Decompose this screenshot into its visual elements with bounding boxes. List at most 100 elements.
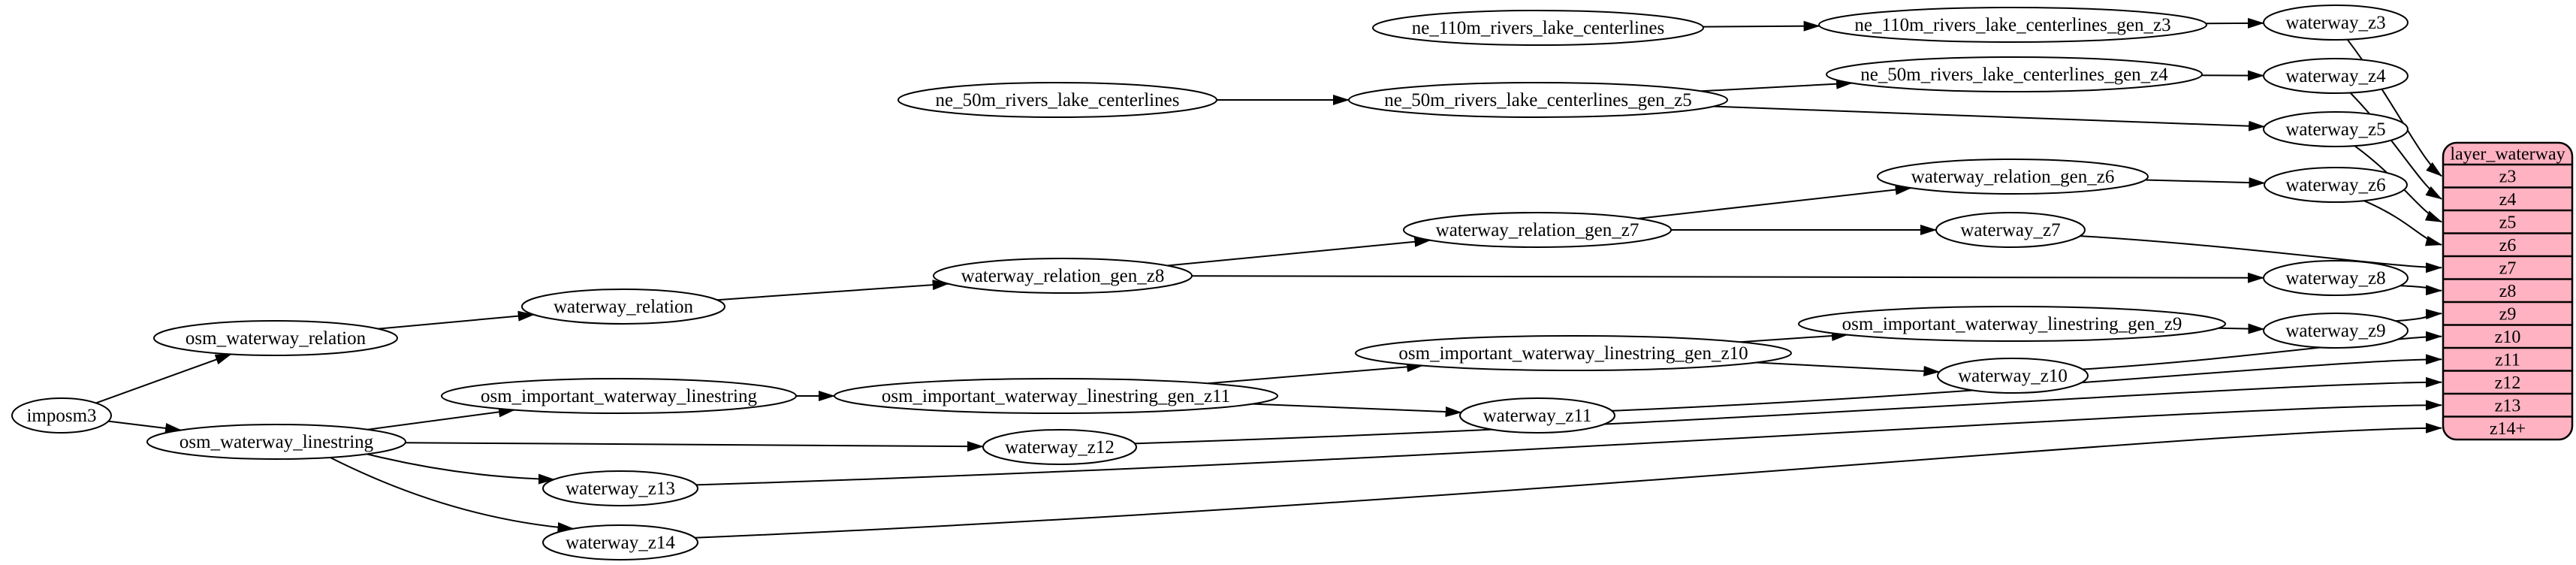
node-ellipse <box>1459 397 1615 434</box>
edge-waterway_z4-to-layer_waterway-z4 <box>2349 92 2442 200</box>
node-waterway_z4: waterway_z4 <box>2263 58 2409 94</box>
record-background <box>2442 141 2574 441</box>
edge-osm_waterway_linestring-to-osm_important_waterway_linestring <box>367 406 515 431</box>
node-label: waterway_relation_gen_z7 <box>1436 220 1639 240</box>
node-label: osm_waterway_relation <box>186 328 366 349</box>
node-ellipse <box>11 397 112 434</box>
edge-waterway_relation_gen_z8-to-waterway_z8 <box>1191 272 2264 283</box>
node-label: waterway_relation_gen_z8 <box>961 266 1165 286</box>
node-osm_waterway_linestring: osm_waterway_linestring <box>146 424 406 460</box>
node-waterway_z10: waterway_z10 <box>1937 358 2089 394</box>
node-layer: imposm3 osm_waterway_relation osm_waterway… <box>11 5 2409 560</box>
node-waterway_z7: waterway_z7 <box>1935 212 2086 248</box>
record-row-z4: z4 <box>2499 190 2517 210</box>
record-title: layer_waterway <box>2450 145 2565 165</box>
record-row-z8: z8 <box>2499 282 2517 301</box>
node-label: waterway_z10 <box>1958 366 2068 386</box>
node-osm_important_waterway_linestring: osm_important_waterway_linestring <box>441 378 797 414</box>
edge-waterway_relation-to-waterway_relation_gen_z8 <box>716 279 949 301</box>
record-row-z3: z3 <box>2499 167 2517 186</box>
edge-osm_waterway_relation-to-waterway_relation <box>378 310 535 330</box>
node-waterway_relation_gen_z7: waterway_relation_gen_z7 <box>1403 212 1672 248</box>
node-ellipse <box>542 470 698 506</box>
node-waterway_z8: waterway_z8 <box>2263 260 2409 296</box>
node-ellipse <box>1348 82 1728 118</box>
edge-waterway_z8-to-layer_waterway-z8 <box>2400 285 2442 296</box>
edge-ne_110m_rivers_lake_centerlines_gen_z3-to-waterway_z3 <box>2206 17 2264 29</box>
node-label: ne_110m_rivers_lake_centerlines <box>1412 18 1664 38</box>
edge-osm_waterway_linestring-to-waterway_z14 <box>330 457 575 533</box>
edge-waterway_z12-to-layer_waterway-z12 <box>1134 376 2442 445</box>
node-label: ne_50m_rivers_lake_centerlines_gen_z4 <box>1860 65 2168 85</box>
edge-osm_important_waterway_linestring_gen_z11-to-osm_important_waterway_linestring_gen_z10 <box>1208 361 1424 385</box>
record-row-z6: z6 <box>2499 236 2517 255</box>
node-ellipse <box>2263 111 2409 147</box>
node-ne_110m_rivers_lake_centerlines: ne_110m_rivers_lake_centerlines <box>1372 10 1704 46</box>
node-label: waterway_z13 <box>566 479 675 499</box>
node-waterway_z14: waterway_z14 <box>542 524 698 560</box>
record-row-z11: z11 <box>2495 350 2520 370</box>
node-ellipse <box>153 320 398 356</box>
edge-osm_important_waterway_linestring_gen_z9-to-waterway_z9 <box>2218 323 2265 334</box>
node-ellipse <box>2263 58 2409 94</box>
node-waterway_relation_gen_z6: waterway_relation_gen_z6 <box>1877 159 2149 195</box>
node-label: osm_important_waterway_linestring_gen_z1… <box>1398 343 1748 364</box>
edge-osm_important_waterway_linestring_gen_z11-to-waterway_z11 <box>1252 403 1462 418</box>
node-ellipse <box>834 378 1278 414</box>
node-ellipse <box>2264 167 2408 203</box>
node-ellipse <box>1355 335 1792 371</box>
node-ne_50m_rivers_lake_centerlines_gen_z5: ne_50m_rivers_lake_centerlines_gen_z5 <box>1348 82 1728 118</box>
node-ellipse <box>1826 56 2203 92</box>
node-osm_important_waterway_linestring_gen_z9: osm_important_waterway_linestring_gen_z9 <box>1798 306 2226 342</box>
node-label: ne_50m_rivers_lake_centerlines_gen_z5 <box>1384 90 1692 110</box>
record-row-z14+: z14+ <box>2490 419 2526 439</box>
node-osm_waterway_relation: osm_waterway_relation <box>153 320 398 356</box>
node-ellipse <box>441 378 797 414</box>
node-label: waterway_z14 <box>566 533 675 553</box>
node-waterway_z3: waterway_z3 <box>2263 5 2409 41</box>
node-ellipse <box>1403 212 1672 248</box>
record-row-z12: z12 <box>2495 373 2521 393</box>
node-ellipse <box>146 424 406 460</box>
record-row-z13: z13 <box>2495 396 2521 415</box>
node-imposm3: imposm3 <box>11 397 112 434</box>
node-ellipse <box>1798 306 2226 342</box>
node-label: osm_waterway_linestring <box>179 432 374 452</box>
edge-osm_important_waterway_linestring_gen_z10-to-osm_important_waterway_linestring_gen_z9 <box>1739 331 1848 343</box>
node-label: waterway_relation <box>554 297 694 317</box>
edge-waterway_relation_gen_z6-to-waterway_z6 <box>2145 177 2266 189</box>
node-ellipse <box>1372 10 1704 46</box>
node-waterway_relation_gen_z8: waterway_relation_gen_z8 <box>933 258 1193 294</box>
node-label: waterway_z6 <box>2285 175 2385 195</box>
edge-layer <box>95 17 2442 539</box>
node-label: waterway_z11 <box>1483 406 1592 426</box>
edge-waterway_z10-to-layer_waterway-z10 <box>2082 331 2442 370</box>
edge-waterway_z7-to-layer_waterway-z7 <box>2080 235 2442 273</box>
edge-waterway_relation_gen_z8-to-waterway_relation_gen_z7 <box>1167 236 1431 267</box>
node-waterway_z12: waterway_z12 <box>982 429 1137 465</box>
record-row-z7: z7 <box>2499 258 2517 278</box>
node-label: waterway_z9 <box>2285 321 2385 341</box>
node-label: ne_110m_rivers_lake_centerlines_gen_z3 <box>1854 15 2170 35</box>
node-label: waterway_z8 <box>2285 268 2385 289</box>
node-waterway_relation: waterway_relation <box>521 289 725 325</box>
node-ellipse <box>542 524 698 560</box>
node-label: waterway_z12 <box>1005 437 1115 458</box>
node-ellipse <box>897 82 1217 118</box>
edge-waterway_z9-to-layer_waterway-z9 <box>2395 309 2442 322</box>
node-ellipse <box>1818 7 2207 43</box>
node-ellipse <box>1937 358 2089 394</box>
record-row-z9: z9 <box>2499 304 2517 324</box>
edge-ne_110m_rivers_lake_centerlines-to-ne_110m_rivers_lake_centerlines_gen_z3 <box>1703 20 1820 32</box>
record-row-z5: z5 <box>2499 213 2517 232</box>
edge-osm_waterway_linestring-to-waterway_z13 <box>366 453 555 485</box>
record-row-z10: z10 <box>2495 328 2521 347</box>
edge-ne_50m_rivers_lake_centerlines_gen_z5-to-waterway_z5 <box>1713 105 2266 131</box>
node-waterway_z11: waterway_z11 <box>1459 397 1615 434</box>
node-label: osm_important_waterway_linestring_gen_z9 <box>1842 314 2182 334</box>
node-label: ne_50m_rivers_lake_centerlines <box>936 90 1180 110</box>
edge-waterway_z14-to-layer_waterway-z14+ <box>695 422 2442 539</box>
node-label: waterway_z3 <box>2285 13 2385 33</box>
edge-waterway_relation_gen_z7-to-waterway_relation_gen_z6 <box>1638 184 1912 219</box>
node-ellipse <box>2263 313 2409 349</box>
